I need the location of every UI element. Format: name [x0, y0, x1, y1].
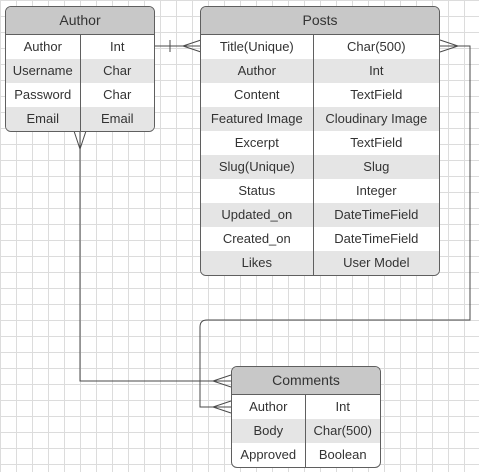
attribute-name: Body	[232, 419, 306, 443]
posts-attribute-row: Created_on DateTimeField	[201, 227, 439, 251]
attribute-name: Author	[6, 35, 81, 59]
attribute-name: Title(Unique)	[201, 35, 314, 59]
attribute-name: Author	[232, 395, 306, 419]
attribute-type: Char	[103, 87, 132, 102]
posts-attribute-row: Updated_on DateTimeField	[201, 203, 439, 227]
posts-attribute-row: Slug(Unique) Slug	[201, 155, 439, 179]
attribute-name: Slug(Unique)	[201, 155, 314, 179]
posts-attribute-row: Title(Unique) Char(500)	[201, 35, 439, 59]
connector-author-comments	[73, 130, 232, 388]
attribute-type: Cloudinary Image	[325, 111, 428, 126]
comments-entity-title: Comments	[232, 367, 380, 395]
attribute-name: Updated_on	[201, 203, 314, 227]
author-attribute-row: Password Char	[6, 83, 154, 107]
attribute-name: Email	[6, 107, 81, 131]
posts-attribute-row: Featured Image Cloudinary Image	[201, 107, 439, 131]
attribute-type: TextField	[350, 87, 403, 102]
attribute-type: Integer	[356, 183, 397, 198]
attribute-type: Int	[369, 63, 384, 78]
attribute-type: Char	[103, 63, 132, 78]
attribute-type: TextField	[350, 135, 403, 150]
attribute-name: Author	[201, 59, 314, 83]
author-entity-title: Author	[6, 7, 154, 35]
attribute-type: Int	[110, 39, 125, 54]
comments-attribute-row: Body Char(500)	[232, 419, 380, 443]
attribute-name: Status	[201, 179, 314, 203]
attribute-name: Created_on	[201, 227, 314, 251]
author-attribute-row: Author Int	[6, 35, 154, 59]
connector-posts-comments	[199, 39, 471, 414]
posts-entity-title: Posts	[201, 7, 439, 35]
author-attribute-row: Username Char	[6, 59, 154, 83]
comments-attribute-row: Author Int	[232, 395, 380, 419]
posts-attribute-row: Author Int	[201, 59, 439, 83]
attribute-type: DateTimeField	[334, 231, 419, 246]
posts-attribute-row: Excerpt TextField	[201, 131, 439, 155]
attribute-type: Slug	[363, 159, 390, 174]
attribute-type: DateTimeField	[334, 207, 419, 222]
connector-author-posts	[155, 39, 202, 53]
attribute-name: Approved	[232, 443, 306, 467]
attribute-name: Password	[6, 83, 81, 107]
attribute-type: Email	[100, 111, 134, 126]
attribute-name: Excerpt	[201, 131, 314, 155]
attribute-type: Char(500)	[313, 423, 373, 438]
posts-attribute-row: Status Integer	[201, 179, 439, 203]
attribute-name: Content	[201, 83, 314, 107]
attribute-type: Int	[335, 399, 350, 414]
attribute-name: Likes	[201, 251, 314, 275]
posts-attribute-row: Likes User Model	[201, 251, 439, 275]
posts-attribute-row: Content TextField	[201, 83, 439, 107]
attribute-type: Char(500)	[347, 39, 406, 54]
attribute-name: Username	[6, 59, 81, 83]
author-attribute-row: Email Email	[6, 107, 154, 131]
attribute-type: User Model	[343, 255, 410, 270]
attribute-type: Boolean	[318, 447, 367, 462]
attribute-name: Featured Image	[201, 107, 314, 131]
comments-attribute-row: Approved Boolean	[232, 443, 380, 467]
